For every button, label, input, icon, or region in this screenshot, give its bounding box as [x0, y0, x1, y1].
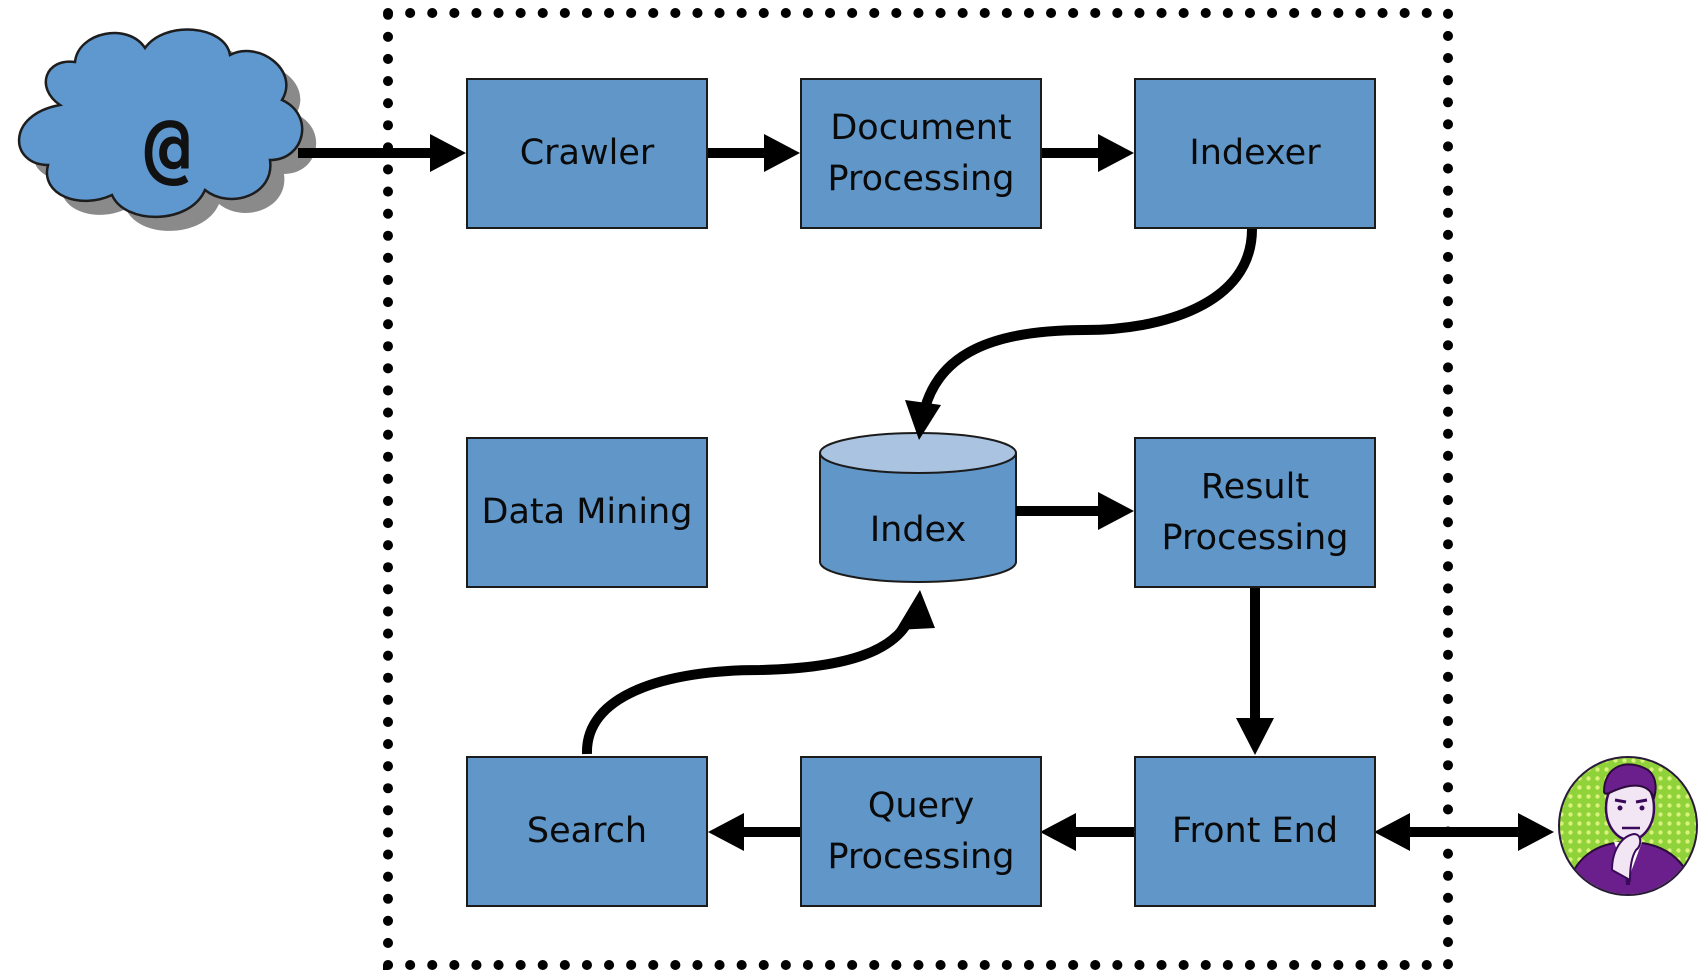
indexer-label: Indexer: [1189, 133, 1321, 173]
result-processing-label: Result Processing: [1161, 466, 1349, 558]
system-boundary: [383, 8, 1453, 970]
search-label: Search: [526, 811, 648, 851]
connector-arrows: [298, 134, 1554, 851]
thinking-man-icon: [1558, 756, 1698, 896]
front-end-label: Front End: [1171, 811, 1339, 851]
indexer-box: Indexer: [1134, 78, 1376, 229]
front-end-box: Front End: [1134, 756, 1376, 907]
document-processing-box: Document Processing: [800, 78, 1042, 229]
document-processing-label: Document Processing: [827, 107, 1015, 199]
crawler-box: Crawler: [466, 78, 708, 229]
query-processing-label: Query Processing: [827, 785, 1015, 877]
search-box: Search: [466, 756, 708, 907]
at-symbol: @: [144, 103, 192, 193]
query-processing-box: Query Processing: [800, 756, 1042, 907]
arrow-indexer-to-index: [920, 228, 1257, 410]
result-processing-box: Result Processing: [1134, 437, 1376, 588]
data-mining-box: Data Mining: [466, 437, 708, 588]
index-label: Index: [869, 510, 967, 550]
cloud-icon: [17, 28, 317, 231]
data-mining-label: Data Mining: [481, 492, 693, 532]
crawler-label: Crawler: [519, 133, 655, 173]
arrow-search-to-index: [581, 615, 915, 755]
